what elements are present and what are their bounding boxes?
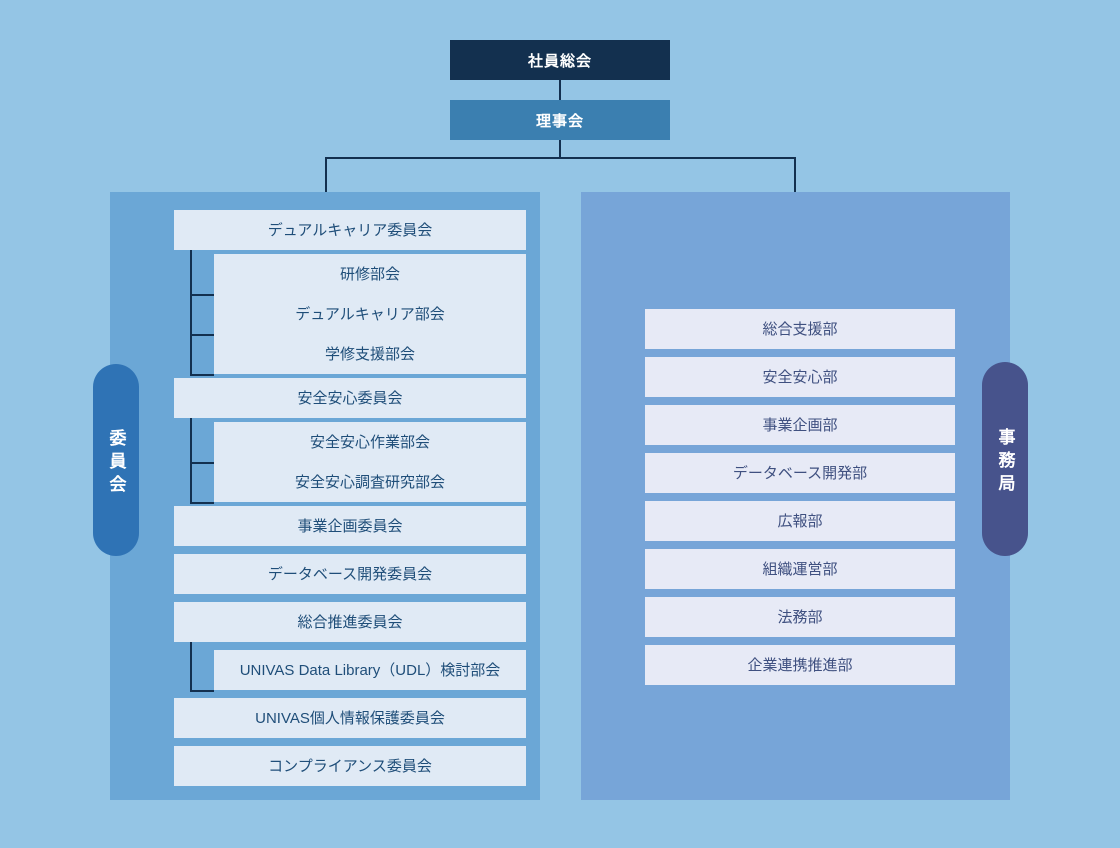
committee-node-0[interactable]: デュアルキャリア委員会 <box>174 210 526 250</box>
node-label: 法務部 <box>777 608 823 626</box>
connector-bus-to-office <box>794 157 796 193</box>
department-node-0[interactable]: 総合支援部 <box>645 309 955 349</box>
node-general-assembly: 社員総会 <box>450 40 670 80</box>
committee-node-2[interactable]: デュアルキャリア部会 <box>214 294 526 334</box>
connector-stub-0-1 <box>190 334 214 336</box>
pill-label: 事務局 <box>995 427 1015 497</box>
department-node-5[interactable]: 組織運営部 <box>645 549 955 589</box>
node-label: データベース開発委員会 <box>267 565 433 583</box>
node-label: 事業企画委員会 <box>297 517 403 535</box>
node-label: 安全安心作業部会 <box>309 433 430 451</box>
node-label: コンプライアンス委員会 <box>268 757 432 775</box>
node-label: 理事会 <box>535 112 584 130</box>
committee-node-8[interactable]: データベース開発委員会 <box>174 554 526 594</box>
department-node-2[interactable]: 事業企画部 <box>645 405 955 445</box>
pill-label: 委員会 <box>106 428 126 498</box>
node-label: UNIVAS個人情報保護委員会 <box>255 709 445 727</box>
committee-node-11[interactable]: UNIVAS個人情報保護委員会 <box>174 698 526 738</box>
committee-node-5[interactable]: 安全安心作業部会 <box>214 422 526 462</box>
committee-node-4[interactable]: 安全安心委員会 <box>174 378 526 418</box>
committee-node-9[interactable]: 総合推進委員会 <box>174 602 526 642</box>
connector-trunk-0 <box>190 250 192 374</box>
node-label: 事業企画部 <box>762 416 838 434</box>
office-section-label: 事務局 <box>982 362 1028 556</box>
committee-node-3[interactable]: 学修支援部会 <box>214 334 526 374</box>
department-node-6[interactable]: 法務部 <box>645 597 955 637</box>
node-label: 総合推進委員会 <box>297 613 403 631</box>
department-node-7[interactable]: 企業連携推進部 <box>645 645 955 685</box>
connector-stub-0-0 <box>190 294 214 296</box>
node-label: データベース開発部 <box>732 464 868 482</box>
committee-node-10[interactable]: UNIVAS Data Library（UDL）検討部会 <box>214 650 526 690</box>
connector-stub-1-0 <box>190 462 214 464</box>
connector-board-stem <box>559 140 561 158</box>
connector-stub-1-1 <box>190 502 214 504</box>
node-label: 広報部 <box>777 512 823 530</box>
node-label: 安全安心委員会 <box>297 389 403 407</box>
connector-stub-0-2 <box>190 374 214 376</box>
committee-node-12[interactable]: コンプライアンス委員会 <box>174 746 526 786</box>
committee-node-1[interactable]: 研修部会 <box>214 254 526 294</box>
committees-section-label: 委員会 <box>93 364 139 556</box>
node-label: 組織運営部 <box>762 560 838 578</box>
node-label: 安全安心部 <box>762 368 838 386</box>
node-label: 総合支援部 <box>762 320 838 338</box>
connector-bus-to-committees <box>325 157 327 193</box>
node-label: 研修部会 <box>339 265 400 283</box>
office-panel <box>581 192 1010 800</box>
node-label: デュアルキャリア部会 <box>295 305 445 323</box>
node-label: 社員総会 <box>527 52 592 70</box>
node-label: デュアルキャリア委員会 <box>267 221 433 239</box>
connector-trunk-1 <box>190 418 192 502</box>
connector-board-bus <box>325 157 796 159</box>
node-label: 企業連携推進部 <box>747 656 853 674</box>
committee-node-6[interactable]: 安全安心調査研究部会 <box>214 462 526 502</box>
department-node-1[interactable]: 安全安心部 <box>645 357 955 397</box>
department-node-4[interactable]: 広報部 <box>645 501 955 541</box>
node-label: 安全安心調査研究部会 <box>294 473 445 491</box>
node-board-of-directors: 理事会 <box>450 100 670 140</box>
node-label: 学修支援部会 <box>324 345 415 363</box>
node-label: UNIVAS Data Library（UDL）検討部会 <box>239 661 501 679</box>
connector-trunk-2 <box>190 642 192 690</box>
department-node-3[interactable]: データベース開発部 <box>645 453 955 493</box>
connector-stub-2-0 <box>190 690 214 692</box>
committee-node-7[interactable]: 事業企画委員会 <box>174 506 526 546</box>
connector-assembly-to-board <box>559 80 561 100</box>
